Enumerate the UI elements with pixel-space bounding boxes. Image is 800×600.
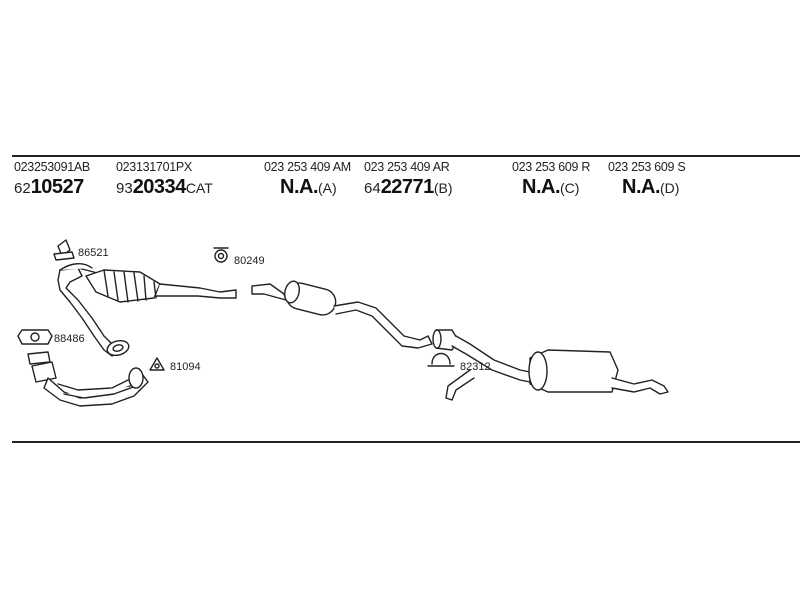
- hanger-icon: [149, 357, 165, 371]
- part-suffix: (C): [560, 180, 580, 196]
- part-suffix: (A): [318, 180, 337, 196]
- part-number: N.A.: [280, 176, 319, 198]
- part-reference: N.A.(D): [608, 176, 685, 200]
- part-entry-2: 023131701PX 9320334CAT: [116, 160, 213, 200]
- part-number: 10527: [30, 176, 85, 198]
- part-reference: N.A.(A): [264, 176, 351, 200]
- oem-number: 023 253 609 S: [608, 160, 686, 174]
- part-reference: 9320334CAT: [116, 176, 213, 200]
- oem-number: 023 253 409 AR: [364, 160, 450, 174]
- part-prefix: 93: [116, 180, 133, 197]
- oem-number: 023253091AB: [14, 160, 90, 174]
- callout-label: 88486: [54, 333, 85, 345]
- oem-number: 023131701PX: [116, 160, 192, 174]
- part-reference: 6210527: [14, 176, 90, 200]
- oem-number: 023 253 409 AM: [264, 160, 351, 174]
- callout-label: 81094: [170, 361, 201, 373]
- part-entry-5: 023 253 609 R N.A.(C): [512, 160, 590, 200]
- gasket-icon: [17, 329, 53, 345]
- rear-inlet-pipe: [432, 329, 531, 401]
- part-suffix: (B): [433, 180, 453, 196]
- rear-silencer: [528, 349, 669, 395]
- u-clamp-icon: [427, 352, 455, 367]
- manifold-pipe: [27, 351, 149, 407]
- part-number: 22771: [380, 176, 435, 198]
- part-entry-3: 023 253 409 AM N.A.(A): [264, 160, 351, 200]
- part-number: 20334: [132, 176, 187, 198]
- oem-number: 023 253 609 R: [512, 160, 591, 174]
- bottom-divider: [12, 441, 800, 443]
- part-number: N.A.: [622, 176, 661, 198]
- part-entry-6: 023 253 609 S N.A.(D): [608, 160, 686, 200]
- callout-label: 82312: [460, 361, 491, 373]
- part-number: N.A.: [522, 176, 561, 198]
- part-prefix: 64: [364, 180, 381, 197]
- part-entry-4: 023 253 409 AR 6422771(B): [364, 160, 452, 200]
- callout-label: 80249: [234, 255, 265, 267]
- catalytic-converter: [85, 269, 237, 303]
- part-reference: N.A.(C): [512, 176, 590, 200]
- part-prefix: 62: [14, 180, 31, 197]
- top-divider: [12, 155, 800, 157]
- rubber-mount-icon: [213, 247, 229, 263]
- part-reference: 6422771(B): [364, 176, 452, 200]
- part-suffix: (D): [660, 180, 680, 196]
- clamp-icon: [53, 239, 75, 261]
- callout-label: 86521: [78, 247, 109, 259]
- part-entry-1: 023253091AB 6210527: [14, 160, 90, 200]
- part-suffix: CAT: [185, 180, 213, 196]
- middle-silencer: [251, 280, 433, 349]
